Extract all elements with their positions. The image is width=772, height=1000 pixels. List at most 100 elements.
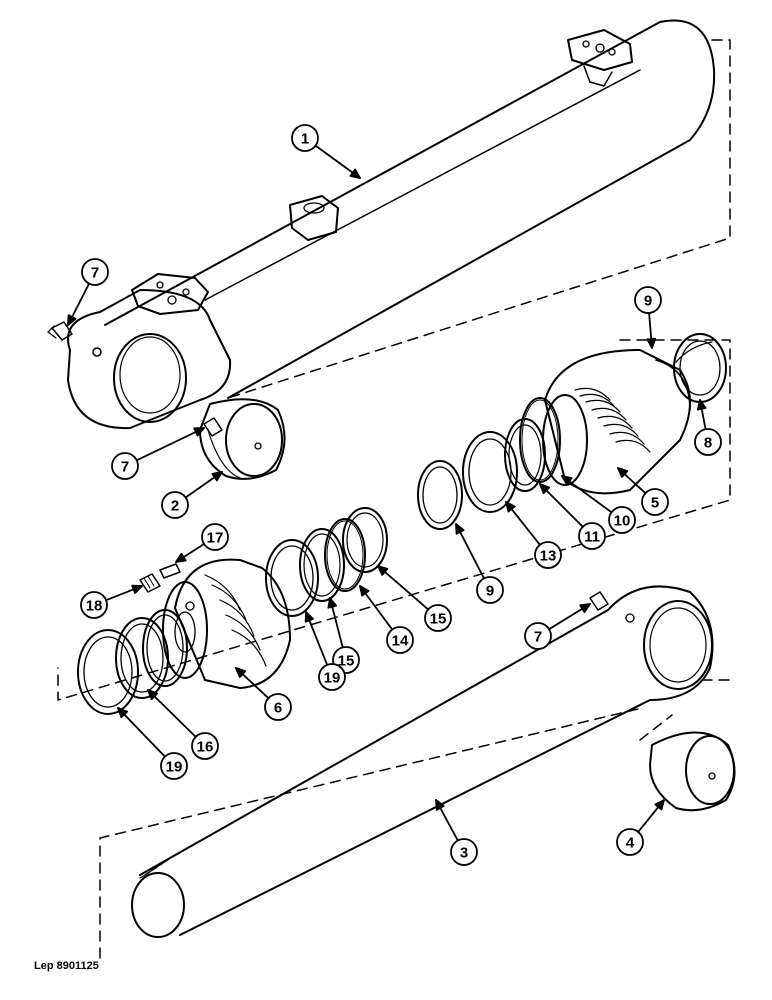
leader-arrowhead — [211, 471, 223, 482]
leader-line — [539, 483, 584, 528]
leader-arrowhead — [696, 399, 707, 411]
callout-c5: 5 — [617, 467, 669, 516]
callout-circle — [111, 452, 139, 480]
seal-ring-19b — [77, 629, 139, 715]
leader-arrowhead — [304, 611, 314, 623]
leader-arrowhead — [193, 427, 205, 437]
piston — [162, 558, 291, 689]
piston-seal-rings — [77, 507, 388, 715]
leader-arrowhead — [327, 597, 338, 609]
callout-c7a: 7 — [67, 258, 109, 326]
callout-number: 7 — [121, 459, 129, 476]
callout-c3: 3 — [435, 799, 478, 866]
callout-number: 7 — [534, 629, 542, 646]
callout-c15a: 15 — [327, 597, 360, 674]
o-ring-14 — [324, 518, 366, 592]
assembly-dashed-lines — [57, 39, 731, 959]
cylinder-barrel — [67, 19, 716, 430]
seal-ring-15b — [342, 507, 388, 573]
callout-c13: 13 — [505, 501, 562, 569]
leader-line — [377, 565, 430, 611]
callout-number: 10 — [614, 513, 631, 530]
callout-number: 15 — [338, 653, 355, 670]
bush-rod — [649, 731, 736, 812]
callout-number: 19 — [166, 759, 183, 776]
callout-circle — [81, 258, 109, 286]
drawing-reference: Lep 8901125 — [34, 960, 99, 972]
callout-circle — [318, 663, 346, 691]
callout-number: 18 — [86, 598, 103, 615]
seal-ring-16a — [115, 617, 169, 699]
leader-line — [135, 427, 205, 462]
callout-c16: 16 — [147, 689, 219, 760]
callout-circle — [616, 828, 644, 856]
callout-number: 4 — [626, 835, 635, 852]
leader-arrowhead — [505, 501, 516, 513]
callout-circle — [424, 604, 452, 632]
callout-c1: 1 — [291, 124, 361, 179]
callout-circle — [524, 622, 552, 650]
cylinder-head — [542, 349, 691, 495]
callout-c18: 18 — [80, 584, 143, 619]
o-ring-10 — [519, 397, 561, 483]
leader-arrowhead — [349, 168, 361, 179]
callout-c9b: 9 — [455, 523, 504, 604]
callout-circle — [641, 488, 669, 516]
grease-nipple-rod — [589, 591, 609, 611]
callout-c7b: 7 — [111, 427, 205, 480]
leader-arrowhead — [359, 585, 370, 597]
callout-c15b: 15 — [377, 565, 452, 632]
callout-number: 6 — [274, 700, 282, 717]
callout-number: 9 — [486, 583, 494, 600]
callout-number: 14 — [392, 633, 409, 650]
callout-circle — [450, 838, 478, 866]
leader-arrowhead — [539, 483, 551, 495]
leader-arrowhead — [235, 667, 247, 678]
callout-c10: 10 — [561, 475, 636, 534]
callout-number: 5 — [651, 495, 659, 512]
callout-number: 15 — [430, 611, 447, 628]
callout-circle — [291, 124, 319, 152]
callout-circle — [161, 491, 189, 519]
callout-circle — [608, 506, 636, 534]
leader-arrowhead — [67, 314, 77, 326]
grease-nipple-barrel — [47, 321, 73, 341]
leader-arrowhead — [175, 552, 187, 563]
leader-arrowhead — [435, 799, 445, 811]
callout-number: 1 — [301, 131, 309, 148]
head-seal-rings — [417, 397, 561, 530]
callout-circle — [578, 522, 606, 550]
callout-number: 2 — [171, 498, 179, 515]
leader-line — [147, 689, 197, 738]
callout-c14: 14 — [359, 585, 414, 654]
seal-ring-19a — [265, 539, 319, 617]
seal-ring-9b — [417, 460, 463, 530]
wiper-seal-8 — [673, 333, 727, 403]
leader-arrowhead — [654, 799, 665, 811]
callout-c2: 2 — [161, 471, 223, 519]
seal-ring-15a — [299, 528, 345, 602]
seal-ring-16b — [142, 609, 188, 687]
callout-circle — [201, 523, 229, 551]
leader-arrowhead — [455, 523, 465, 535]
grease-nipple-middle — [203, 417, 223, 437]
callout-c17: 17 — [175, 523, 229, 563]
callout-c19b: 19 — [117, 707, 188, 780]
leader-line — [455, 523, 485, 580]
callout-number: 7 — [91, 265, 99, 282]
callout-c6: 6 — [235, 667, 292, 721]
callout-c7c: 7 — [524, 603, 591, 650]
leader-arrowhead — [561, 475, 573, 486]
callout-number: 16 — [197, 739, 214, 756]
grub-screw-and-ball — [139, 563, 181, 593]
callout-circle — [386, 626, 414, 654]
seal-ring-13 — [462, 431, 518, 513]
leader-arrowhead — [646, 337, 657, 349]
callout-number: 9 — [644, 293, 652, 310]
callout-number: 3 — [460, 845, 468, 862]
leader-line — [561, 475, 613, 514]
leader-arrowhead — [579, 603, 591, 614]
callout-number: 19 — [324, 670, 341, 687]
leader-arrowhead — [147, 689, 159, 701]
